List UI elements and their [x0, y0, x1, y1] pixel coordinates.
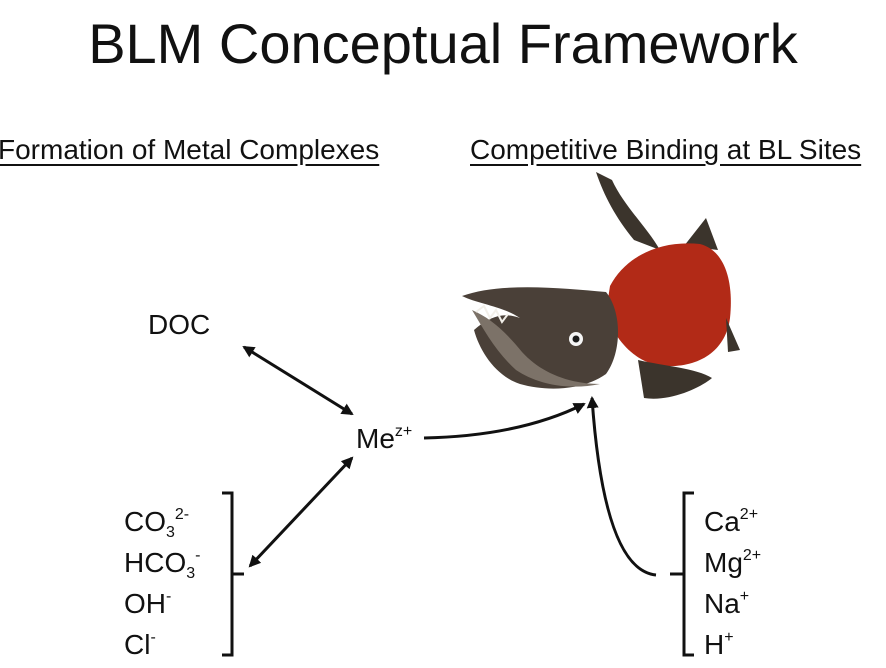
ligand-item: CO32- — [124, 501, 200, 542]
ligand-item: Cl- — [124, 624, 200, 665]
cation-charge: + — [724, 629, 734, 646]
metal-symbol: Me — [356, 423, 395, 454]
metal-ion-label: Mez+ — [356, 422, 412, 456]
ligand-formula: CO — [124, 506, 166, 537]
ligand-bracket — [222, 491, 244, 657]
metal-to-fish-arrow — [423, 402, 586, 440]
cation-item: H+ — [704, 624, 761, 665]
doc-metal-arrow — [242, 345, 354, 416]
salmon-icon — [462, 172, 740, 399]
section-heading-metal-complexes: Formation of Metal Complexes — [0, 134, 380, 165]
ligand-item: OH- — [124, 583, 200, 624]
cation-bracket — [670, 491, 694, 657]
cation-charge: 2+ — [742, 547, 762, 564]
cation-item: Ca2+ — [704, 501, 761, 542]
metal-charge: z+ — [394, 423, 413, 440]
cation-item: Na+ — [704, 583, 761, 624]
ligand-item: HCO3- — [124, 542, 200, 583]
ligand-charge: 2- — [174, 506, 190, 523]
cation-symbol: Ca — [704, 506, 740, 537]
ligand-formula: Cl — [124, 629, 151, 660]
cation-to-fish-arrow — [586, 396, 657, 577]
cation-symbol: Mg — [704, 547, 743, 578]
page-title: BLM Conceptual Framework — [88, 12, 798, 75]
ligand-charge: - — [166, 588, 172, 605]
ligand-subscript: 3 — [166, 524, 175, 541]
doc-label: DOC — [148, 309, 211, 340]
ligand-charge: - — [150, 629, 156, 646]
cation-charge: 2+ — [739, 506, 759, 523]
section-heading-competitive-binding: Competitive Binding at BL Sites — [470, 134, 862, 165]
ligand-charge: - — [195, 547, 201, 564]
ligand-formula: HCO — [124, 547, 187, 578]
cation-charge: + — [739, 588, 750, 605]
ligand-subscript: 3 — [186, 565, 196, 582]
cation-list: Ca2+ Mg2+ Na+ H+ — [704, 501, 761, 665]
ligand-formula: OH — [124, 588, 166, 619]
ligand-list: CO32- HCO3- OH- Cl- — [124, 501, 200, 665]
cation-symbol: H — [704, 629, 725, 660]
ligand-metal-arrow — [248, 456, 354, 568]
cation-symbol: Na — [704, 588, 740, 619]
cation-item: Mg2+ — [704, 542, 761, 583]
